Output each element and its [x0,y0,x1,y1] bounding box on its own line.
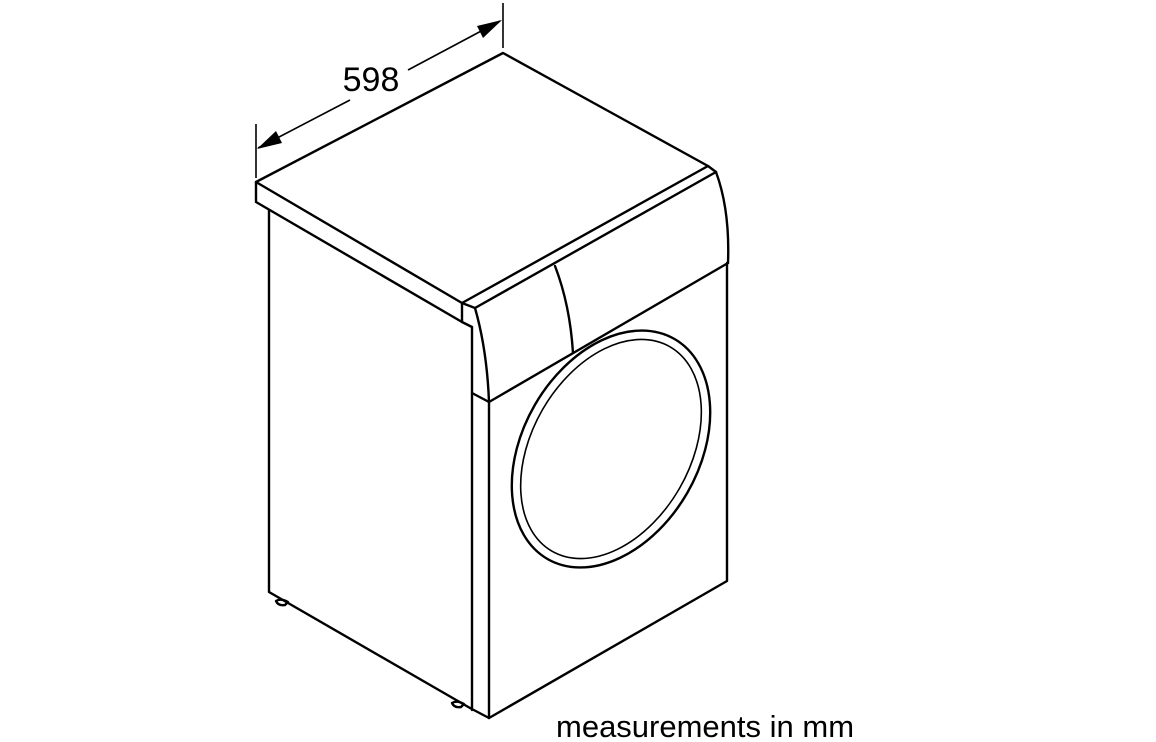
slab-front-edge [460,164,718,310]
front-panel-outline [487,261,729,720]
panel-bottom-edge [487,261,730,404]
arrowhead-right [477,20,502,38]
detergent-drawer-divider [553,264,575,355]
worktop [254,51,718,324]
side-rear-edge [460,320,474,712]
bottom-corner [468,706,491,720]
cabinet [267,208,729,720]
door [510,329,712,569]
slab-left-edge [254,180,464,324]
foot-left [274,598,290,607]
top-face [254,51,710,305]
dimension-value: 598 [343,61,400,99]
control-panel [470,170,730,404]
foot-right [450,700,466,709]
panel-side-joint [470,391,491,404]
width-dimension: 598 [255,3,504,178]
side-panel-outline [267,208,472,710]
arrowhead-left [257,131,282,149]
measurements-caption: measurements in mm [556,709,854,742]
door-inner-ring [519,338,703,560]
door-outer-ring [510,329,712,569]
panel-right-curve [714,170,730,265]
panel-left-curve [473,306,491,404]
